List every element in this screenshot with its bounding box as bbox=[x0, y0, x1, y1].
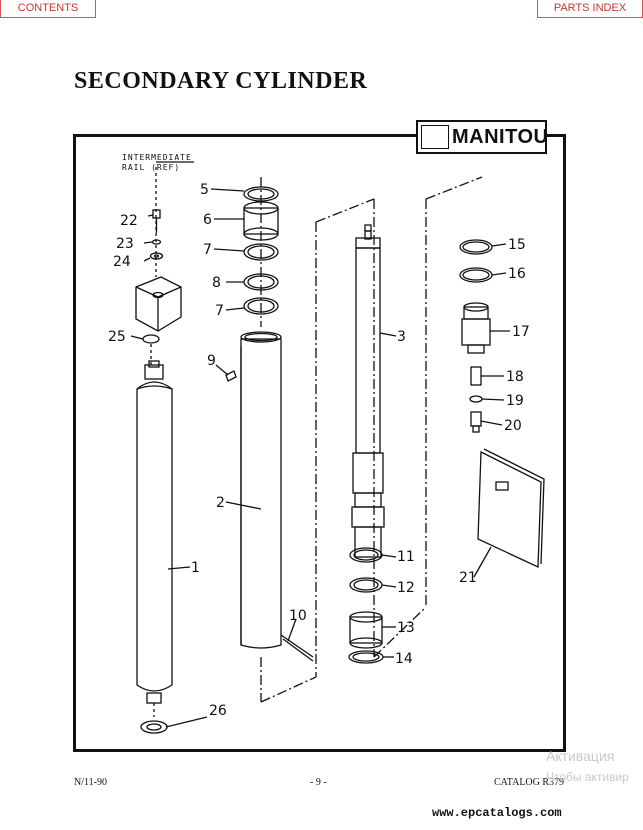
callout-15: 15 bbox=[508, 237, 526, 253]
manitou-logo: MANITOU bbox=[416, 120, 549, 154]
callout-7: 7 bbox=[203, 242, 212, 258]
activation-watermark-subtext: Чтобы активир bbox=[546, 770, 629, 784]
callout-17: 17 bbox=[512, 324, 530, 340]
callout-8: 8 bbox=[212, 275, 221, 291]
drawing-frame bbox=[73, 134, 566, 752]
site-url: www.epcatalogs.com bbox=[432, 806, 562, 820]
callout-22: 22 bbox=[120, 213, 138, 229]
callout-21: 21 bbox=[459, 570, 477, 586]
callout-19: 19 bbox=[506, 393, 524, 409]
callout-2: 2 bbox=[216, 495, 225, 511]
callout-12: 12 bbox=[397, 580, 415, 596]
callout-5: 5 bbox=[200, 182, 209, 198]
footer-catalog: CATALOG R379 bbox=[494, 777, 565, 788]
callout-7b: 7 bbox=[215, 303, 224, 319]
intermediate-rail-note: INTERMEDIATE bbox=[122, 153, 192, 162]
callout-11: 11 bbox=[397, 549, 415, 565]
intermediate-rail-note: RAIL (REF) bbox=[122, 163, 180, 172]
parts-index-button[interactable]: PARTS INDEX bbox=[537, 0, 643, 18]
callout-13: 13 bbox=[397, 620, 415, 636]
callout-20: 20 bbox=[504, 418, 522, 434]
exploded-parts-diagram: INTERMEDIATE RAIL (REF) 5 6 7 8 7 22 23 … bbox=[108, 153, 545, 734]
callout-3: 3 bbox=[397, 329, 406, 345]
callout-26: 26 bbox=[209, 703, 227, 719]
callout-6: 6 bbox=[203, 212, 212, 228]
callout-10: 10 bbox=[289, 608, 307, 624]
footer-page-number: - 9 - bbox=[310, 777, 327, 788]
callout-23: 23 bbox=[116, 236, 134, 252]
callout-14: 14 bbox=[395, 651, 413, 667]
callout-25: 25 bbox=[108, 329, 126, 345]
logo-text: MANITOU bbox=[452, 126, 549, 148]
forklift-icon bbox=[421, 125, 449, 149]
callout-1: 1 bbox=[191, 560, 200, 576]
activation-watermark: Активация bbox=[546, 748, 615, 764]
contents-button[interactable]: CONTENTS bbox=[0, 0, 96, 18]
page-title: SECONDARY CYLINDER bbox=[74, 68, 368, 94]
callout-18: 18 bbox=[506, 369, 524, 385]
footer-date: N/11-90 bbox=[74, 777, 107, 788]
callout-9: 9 bbox=[207, 353, 216, 369]
callout-24: 24 bbox=[113, 254, 131, 270]
callout-16: 16 bbox=[508, 266, 526, 282]
